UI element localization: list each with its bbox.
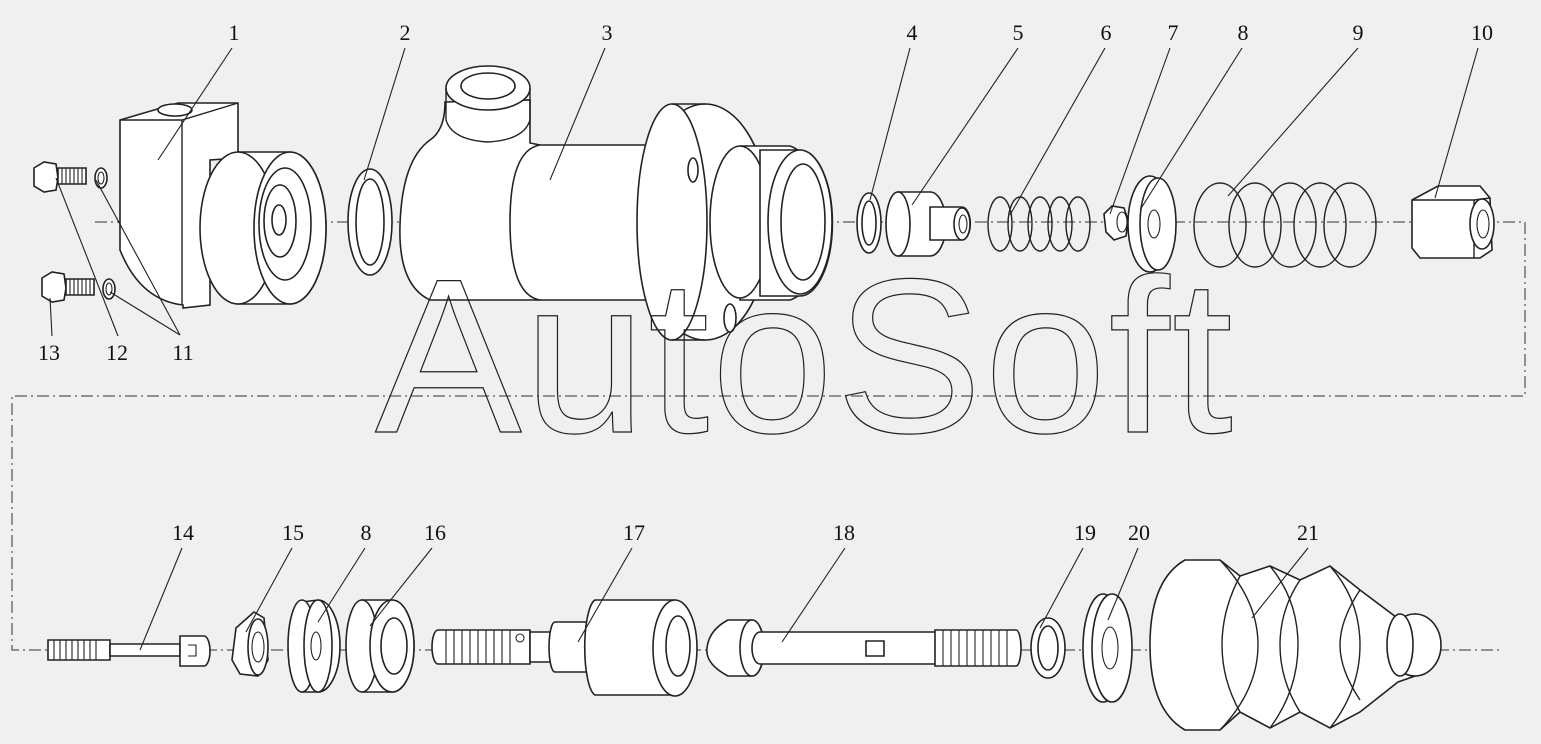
callout-5: 5 — [1013, 20, 1024, 45]
part-18-pushrod — [706, 619, 1022, 677]
callout-9: 9 — [1353, 20, 1364, 45]
callout-4: 4 — [907, 20, 918, 45]
callout-16: 16 — [424, 520, 446, 545]
part-3-cylinder-body — [399, 65, 834, 341]
part-8-washer-top — [1127, 175, 1177, 273]
part-9-large-spring — [1193, 182, 1377, 268]
part-7-nut — [1103, 205, 1129, 241]
callout-8-bottom: 8 — [361, 520, 372, 545]
part-10-coupling-nut — [1411, 185, 1495, 259]
part-1-bracket — [119, 102, 327, 309]
callout-11: 11 — [172, 340, 193, 365]
callout-20: 20 — [1128, 520, 1150, 545]
part-19-ring — [1030, 617, 1066, 679]
leader-lines — [49, 47, 1479, 651]
callout-3: 3 — [602, 20, 613, 45]
part-4-o-ring — [856, 192, 882, 254]
part-5-piston — [885, 191, 972, 257]
callout-6: 6 — [1101, 20, 1112, 45]
callout-13: 13 — [38, 340, 60, 365]
part-11-lock-washers — [94, 167, 116, 300]
part-14-long-bolt — [47, 635, 211, 667]
callout-21: 21 — [1297, 520, 1319, 545]
callout-2: 2 — [400, 20, 411, 45]
callout-8-top: 8 — [1238, 20, 1249, 45]
part-20-cup-washer — [1082, 593, 1133, 703]
callout-18: 18 — [833, 520, 855, 545]
part-17-rod-sleeve — [431, 599, 698, 697]
part-12-bolt — [33, 161, 87, 193]
part-8-washer-bottom — [287, 599, 341, 693]
callout-14: 14 — [172, 520, 194, 545]
callout-19: 19 — [1074, 520, 1096, 545]
callout-12: 12 — [106, 340, 128, 365]
callout-15: 15 — [282, 520, 304, 545]
part-6-small-spring — [987, 196, 1091, 252]
part-13-bolt — [41, 271, 95, 303]
callout-7: 7 — [1168, 20, 1179, 45]
callout-numbers: 1 2 3 4 5 6 7 8 9 10 11 12 13 14 15 8 16… — [38, 20, 1493, 545]
part-21-boot — [1149, 559, 1442, 731]
part-16-bushing — [345, 599, 415, 693]
callout-1: 1 — [229, 20, 240, 45]
callout-17: 17 — [623, 520, 645, 545]
part-2-gasket — [347, 168, 393, 276]
part-15-hex-nut — [231, 611, 269, 677]
callout-10: 10 — [1471, 20, 1493, 45]
watermark-text: AutoSoft — [375, 233, 1235, 479]
